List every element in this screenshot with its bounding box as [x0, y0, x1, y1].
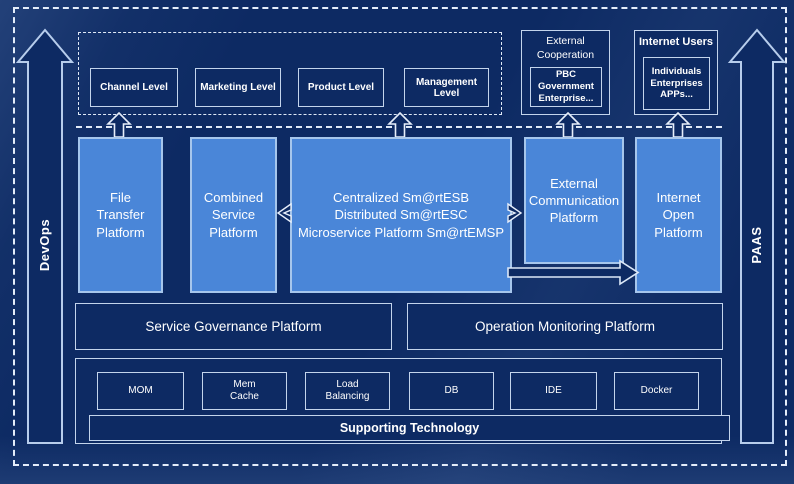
- service-governance-platform-box: Service Governance Platform: [75, 303, 392, 350]
- tech-box-db: DB: [409, 372, 494, 410]
- tech-box-mem-cache: Mem Cache: [202, 372, 287, 410]
- flow-arrow-right: [507, 259, 640, 286]
- level-label: Channel Level: [100, 82, 168, 93]
- level-label: Product Level: [307, 82, 375, 93]
- file-transfer-platform-box: File Transfer Platform: [78, 137, 163, 293]
- devops-up-arrow: [15, 28, 75, 444]
- devops-label: DevOps: [37, 218, 52, 272]
- level-label: Management Level: [415, 76, 478, 99]
- level-label: Marketing Level: [200, 82, 276, 93]
- combined-service-platform-box: Combined Service Platform: [190, 137, 277, 293]
- up-arrow-internet-open: [665, 111, 691, 138]
- internet-users-box: Internet Users Individuals Enterprises A…: [634, 30, 718, 115]
- chevron-arrow-right: [507, 202, 523, 224]
- level-box-channel: Channel Level: [90, 68, 178, 107]
- level-box-management: Management Level: [404, 68, 489, 107]
- tech-box-load-balancing: Load Balancing: [305, 372, 390, 410]
- central-bus-platform-box: Centralized Sm@rtESB Distributed Sm@rtES…: [290, 137, 512, 293]
- supporting-technology-bar: Supporting Technology: [89, 415, 730, 441]
- paas-up-arrow: [727, 28, 787, 444]
- level-box-marketing: Marketing Level: [195, 68, 281, 107]
- external-cooperation-box: External Cooperation PBC Government Ente…: [521, 30, 610, 115]
- paas-label: PAAS: [749, 226, 764, 264]
- operation-monitoring-platform-box: Operation Monitoring Platform: [407, 303, 723, 350]
- chevron-arrow-left: [276, 202, 292, 224]
- up-arrow-file-transfer: [106, 111, 132, 138]
- external-communication-platform-box: External Communication Platform: [524, 137, 624, 264]
- external-cooperation-members: PBC Government Enterprise...: [530, 67, 602, 107]
- external-cooperation-title: External Cooperation: [536, 35, 595, 61]
- tech-box-docker: Docker: [614, 372, 699, 410]
- internet-open-platform-box: Internet Open Platform: [635, 137, 722, 293]
- levels-dashed-container: [78, 32, 502, 115]
- up-arrow-central: [387, 111, 413, 138]
- outer-dashed-frame: [13, 7, 787, 466]
- tech-box-ide: IDE: [510, 372, 597, 410]
- level-box-product: Product Level: [298, 68, 384, 107]
- up-arrow-external-communication: [555, 111, 581, 138]
- internet-users-members: Individuals Enterprises APPs...: [643, 57, 710, 110]
- tech-box-mom: MOM: [97, 372, 184, 410]
- internet-users-title: Internet Users: [639, 36, 713, 48]
